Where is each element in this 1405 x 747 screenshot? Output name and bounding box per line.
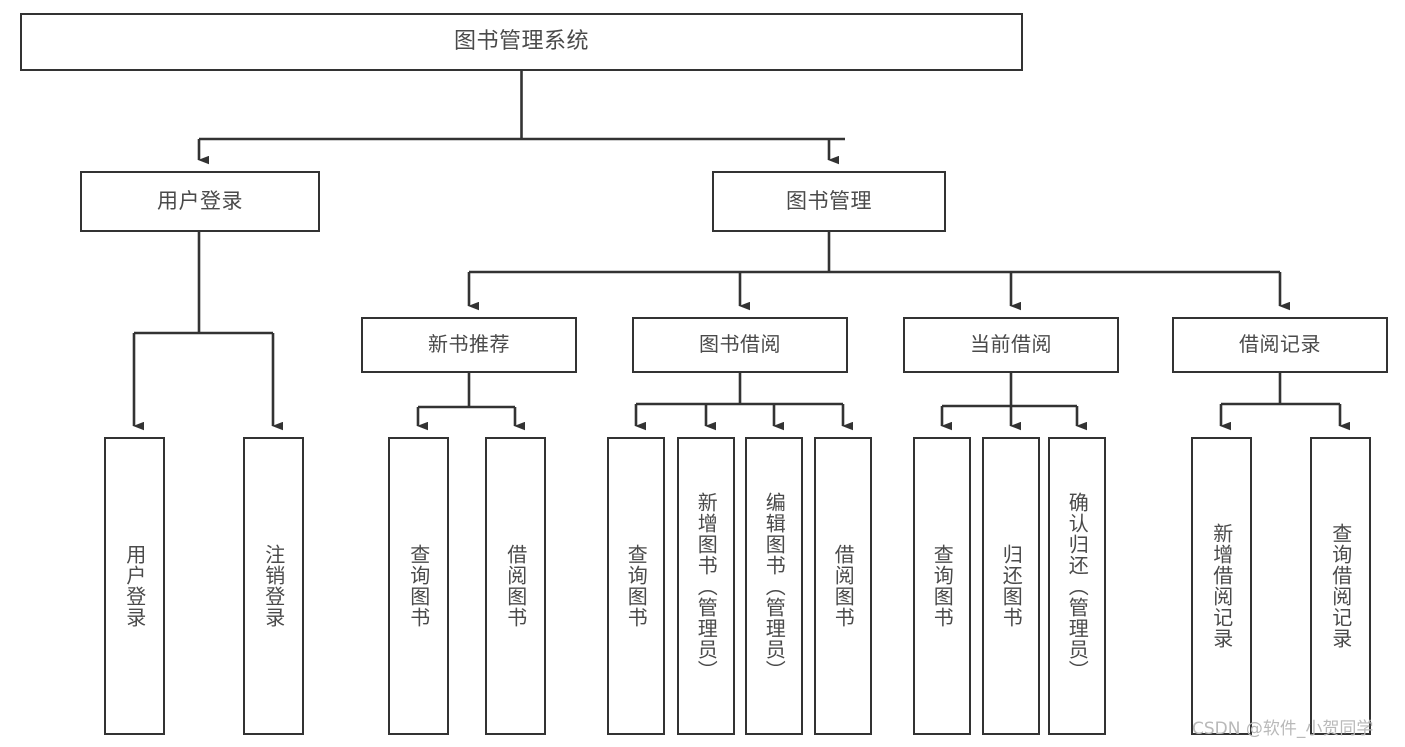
node-query-book-recommend-label: 查询图书 (406, 544, 431, 628)
node-current-borrow-label: 当前借阅 (970, 332, 1052, 357)
node-borrow-book-recommend-label: 借阅图书 (503, 544, 528, 628)
csdn-watermark: CSDN @软件_小贺同学 (1192, 719, 1374, 739)
node-user-login-do-label: 用户登录 (122, 544, 147, 628)
node-borrow-record[interactable]: 借阅记录 (1172, 317, 1388, 373)
node-root-label: 图书管理系统 (453, 29, 589, 55)
node-query-book-borrow-label: 查询图书 (624, 544, 649, 628)
node-borrow-record-label: 借阅记录 (1239, 332, 1321, 357)
node-user-login[interactable]: 用户登录 (80, 171, 320, 232)
node-add-book-admin-label: 新增图书（管理员） (694, 491, 719, 681)
node-edit-book-admin[interactable]: 编辑图书（管理员） (745, 437, 803, 735)
node-borrow-book-recommend[interactable]: 借阅图书 (485, 437, 546, 735)
node-query-book-current[interactable]: 查询图书 (913, 437, 971, 735)
node-root[interactable]: 图书管理系统 (20, 13, 1023, 71)
node-book-manage-label: 图书管理 (786, 189, 872, 214)
node-query-book-borrow[interactable]: 查询图书 (607, 437, 665, 735)
node-user-login-label: 用户登录 (157, 189, 243, 214)
node-borrow-book-borrow[interactable]: 借阅图书 (814, 437, 872, 735)
node-return-book[interactable]: 归还图书 (982, 437, 1040, 735)
node-edit-book-admin-label: 编辑图书（管理员） (762, 491, 787, 681)
node-query-borrow-record-label: 查询借阅记录 (1328, 523, 1353, 649)
node-add-book-admin[interactable]: 新增图书（管理员） (677, 437, 735, 735)
node-book-borrow-label: 图书借阅 (699, 332, 781, 357)
node-user-logout-label: 注销登录 (261, 544, 286, 628)
node-user-logout[interactable]: 注销登录 (243, 437, 304, 735)
node-query-book-current-label: 查询图书 (930, 544, 955, 628)
node-current-borrow[interactable]: 当前借阅 (903, 317, 1119, 373)
node-query-borrow-record[interactable]: 查询借阅记录 (1310, 437, 1371, 735)
node-book-borrow[interactable]: 图书借阅 (632, 317, 848, 373)
node-confirm-return-admin[interactable]: 确认归还（管理员） (1048, 437, 1106, 735)
node-add-borrow-record[interactable]: 新增借阅记录 (1191, 437, 1252, 735)
node-query-book-recommend[interactable]: 查询图书 (388, 437, 449, 735)
node-add-borrow-record-label: 新增借阅记录 (1209, 523, 1234, 649)
node-book-manage[interactable]: 图书管理 (712, 171, 946, 232)
node-return-book-label: 归还图书 (999, 544, 1024, 628)
node-borrow-book-borrow-label: 借阅图书 (831, 544, 856, 628)
node-new-book-recommend[interactable]: 新书推荐 (361, 317, 577, 373)
node-new-book-recommend-label: 新书推荐 (428, 332, 510, 357)
node-confirm-return-admin-label: 确认归还（管理员） (1065, 491, 1090, 681)
node-user-login-do[interactable]: 用户登录 (104, 437, 165, 735)
